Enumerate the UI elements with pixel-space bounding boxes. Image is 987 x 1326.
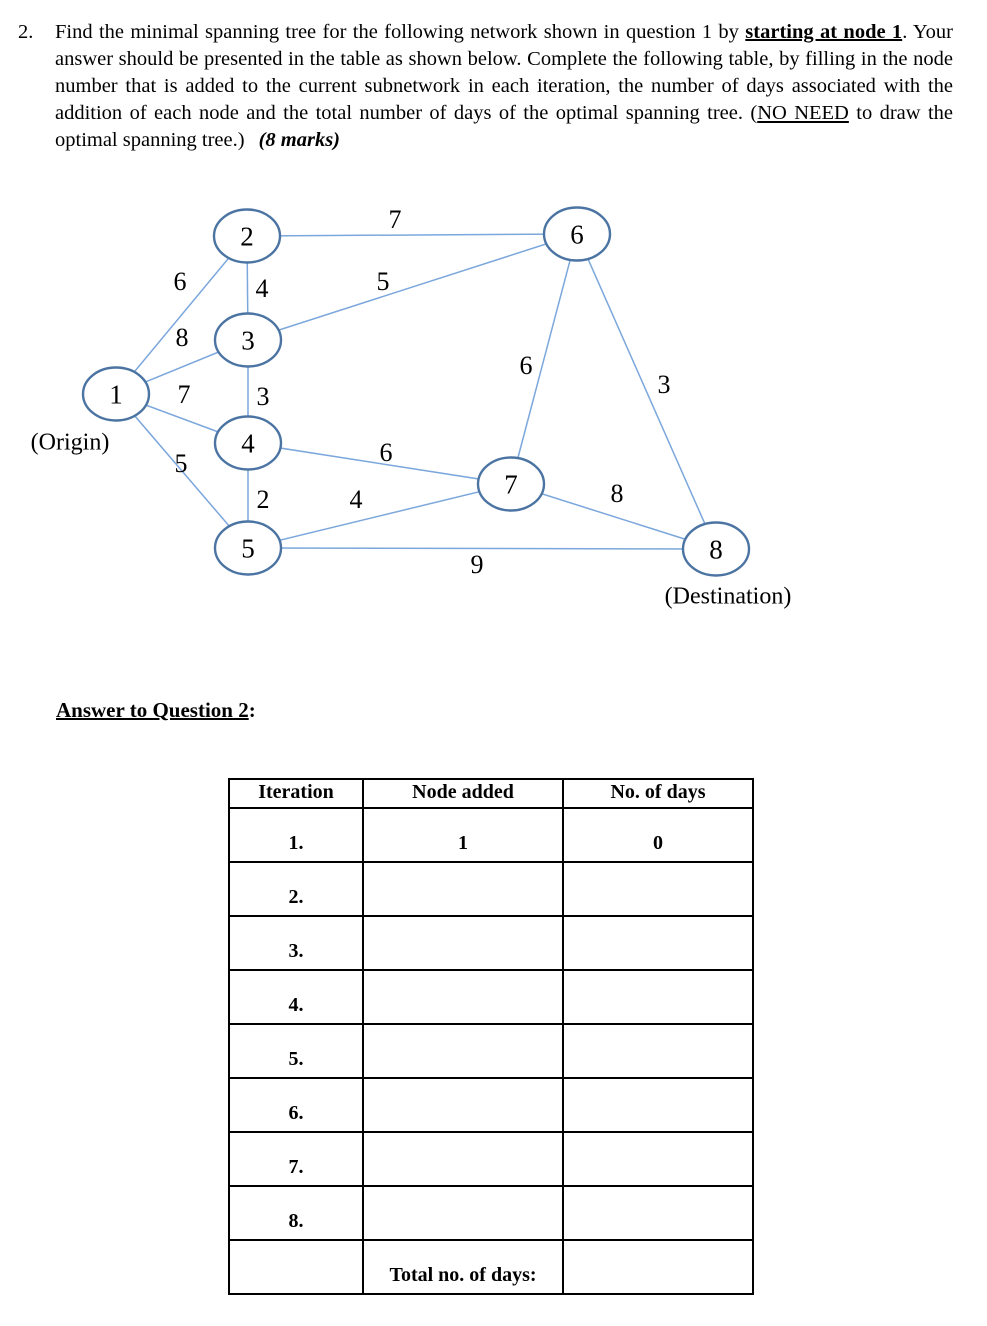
table-row: 8. (228, 1185, 754, 1241)
cell-iteration (228, 1239, 364, 1295)
edge-weight-2-3: 4 (256, 274, 269, 303)
edge-weight-2-6: 7 (389, 205, 402, 234)
cell-iteration: 3. (228, 915, 364, 971)
th-iteration: Iteration (228, 778, 364, 809)
th-node-added: Node added (362, 778, 564, 809)
edge-weight-4-7: 6 (380, 438, 393, 467)
question-number: 2. (18, 21, 34, 43)
edge-weight-3-6: 5 (377, 267, 390, 296)
node-circle-4 (213, 415, 283, 471)
edge-line-3-6 (247, 233, 578, 341)
edge-weight-1-5: 5 (175, 449, 188, 478)
edge-weight-1-4: 7 (178, 380, 191, 409)
cell-node-added (362, 1185, 564, 1241)
cell-iteration: 2. (228, 861, 364, 917)
cell-iteration: 8. (228, 1185, 364, 1241)
table-row: Total no. of days: (228, 1239, 754, 1295)
cell-days (562, 1023, 754, 1079)
cell-iteration: 1. (228, 807, 364, 863)
table-row: 5. (228, 1023, 754, 1079)
edge-line-5-7 (247, 483, 512, 549)
node-label-4: 4 (241, 428, 255, 458)
destination-label: (Destination) (665, 583, 792, 609)
edge-weight-7-8: 8 (611, 479, 624, 508)
table-row: 3. (228, 915, 754, 971)
node-circle-5 (213, 520, 283, 576)
cell-days (562, 1185, 754, 1241)
edge-weight-6-7: 6 (520, 351, 533, 380)
cell-node-added: Total no. of days: (362, 1239, 564, 1295)
cell-days (562, 1077, 754, 1133)
node-label-5: 5 (241, 533, 255, 563)
cell-iteration: 5. (228, 1023, 364, 1079)
cell-iteration: 6. (228, 1077, 364, 1133)
edge-weight-5-7: 4 (350, 485, 363, 514)
cell-days (562, 1131, 754, 1187)
cell-node-added (362, 915, 564, 971)
edge-line-2-6 (246, 233, 578, 237)
edge-weight-4-5: 2 (257, 485, 270, 514)
question-seg-mid: . Your answer should be presented in the… (55, 21, 953, 124)
node-label-8: 8 (709, 534, 723, 564)
cell-node-added (362, 861, 564, 917)
edge-line-1-5 (115, 393, 249, 549)
cell-days (562, 915, 754, 971)
node-label-1: 1 (109, 379, 123, 409)
node-circle-8 (681, 521, 751, 577)
table-row: 6. (228, 1077, 754, 1133)
edge-line-6-8 (576, 233, 717, 550)
cell-days (562, 969, 754, 1025)
edge-weight-1-3: 8 (176, 323, 189, 352)
cell-days (562, 861, 754, 917)
edge-weight-5-8: 9 (471, 550, 484, 579)
cell-days: 0 (562, 807, 754, 863)
edge-line-6-7 (510, 233, 578, 485)
cell-node-added (362, 1077, 564, 1133)
marks-label: (8 marks) (258, 129, 341, 151)
question-text: Find the minimal spanning tree for the f… (55, 19, 953, 154)
table-row: 7. (228, 1131, 754, 1187)
cell-iteration: 7. (228, 1131, 364, 1187)
no-need-phrase: NO NEED (757, 102, 849, 124)
starting-at-node-phrase: starting at node 1 (745, 21, 903, 43)
question-item: 2. Find the minimal spanning tree for th… (18, 19, 958, 154)
edge-weight-1-2: 6 (174, 267, 187, 296)
edge-weight-6-8: 3 (658, 370, 671, 399)
node-label-3: 3 (241, 325, 255, 355)
cell-iteration: 4. (228, 969, 364, 1025)
node-circle-7 (476, 456, 546, 512)
cell-node-added (362, 1131, 564, 1187)
node-circle-1 (81, 366, 151, 422)
table-row: 4. (228, 969, 754, 1025)
node-label-2: 2 (240, 221, 254, 251)
answer-heading: Answer to Question 2: (56, 698, 256, 723)
node-label-6: 6 (570, 219, 584, 249)
edge-weight-3-4: 3 (257, 382, 270, 411)
table-row: 2. (228, 861, 754, 917)
cell-node-added (362, 969, 564, 1025)
question-seg-tail: to draw the optimal spanning tree.) (55, 102, 953, 151)
edge-line-1-2 (115, 235, 248, 395)
edge-line-4-7 (247, 442, 512, 485)
answer-heading-colon: : (248, 698, 256, 722)
node-circle-6 (542, 206, 612, 262)
node-circle-2 (212, 208, 282, 264)
node-circle-3 (213, 312, 283, 368)
network-diagram: 68754735264963812345678(Origin)(Destinat… (31, 205, 792, 609)
origin-label: (Origin) (31, 429, 110, 455)
table-header-row: Iteration Node added No. of days (228, 778, 754, 809)
th-days: No. of days (562, 778, 754, 809)
node-label-7: 7 (504, 469, 518, 499)
cell-node-added (362, 1023, 564, 1079)
edge-line-5-8 (247, 547, 717, 550)
question-seg-intro: Find the minimal spanning tree for the f… (55, 21, 746, 43)
answer-heading-text: Answer to Question 2 (56, 698, 249, 722)
edge-line-7-8 (510, 483, 717, 550)
cell-days (562, 1239, 754, 1295)
cell-node-added: 1 (362, 807, 564, 863)
